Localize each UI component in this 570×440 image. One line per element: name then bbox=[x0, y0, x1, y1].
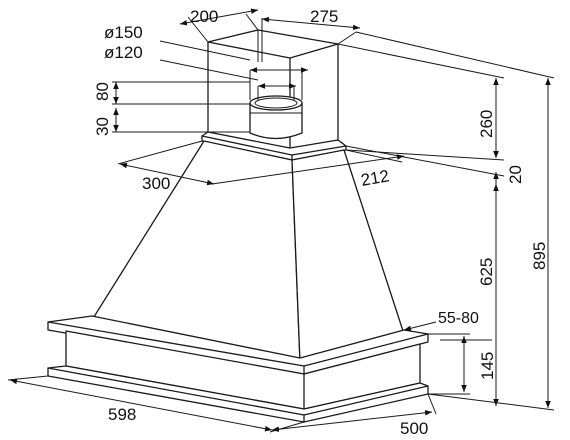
label-300: 300 bbox=[142, 174, 170, 193]
label-55-80: 55-80 bbox=[438, 310, 479, 327]
duct-collar bbox=[249, 95, 303, 140]
label-260: 260 bbox=[477, 110, 496, 138]
label-80: 80 bbox=[93, 82, 112, 101]
dim-300 bbox=[117, 140, 215, 186]
dim-200 bbox=[179, 8, 259, 43]
dim-275 bbox=[261, 16, 361, 45]
label-d120: ø120 bbox=[104, 43, 143, 62]
dim-right-verticals bbox=[337, 31, 555, 411]
chimney bbox=[207, 29, 339, 149]
dim-212 bbox=[211, 149, 405, 185]
label-212: 212 bbox=[359, 166, 390, 190]
label-20: 20 bbox=[506, 165, 525, 184]
label-625: 625 bbox=[477, 258, 496, 286]
label-500: 500 bbox=[400, 419, 428, 438]
label-145: 145 bbox=[478, 352, 497, 380]
dim-55-80 bbox=[403, 321, 492, 341]
dim-500 bbox=[271, 393, 437, 432]
label-275: 275 bbox=[310, 7, 338, 26]
dim-diameter-leaders bbox=[159, 40, 308, 100]
label-d150: ø150 bbox=[104, 23, 143, 42]
label-30: 30 bbox=[93, 117, 112, 136]
label-895: 895 bbox=[530, 242, 549, 270]
label-598: 598 bbox=[108, 405, 136, 424]
label-200: 200 bbox=[190, 7, 218, 26]
dim-80-30 bbox=[112, 81, 250, 133]
